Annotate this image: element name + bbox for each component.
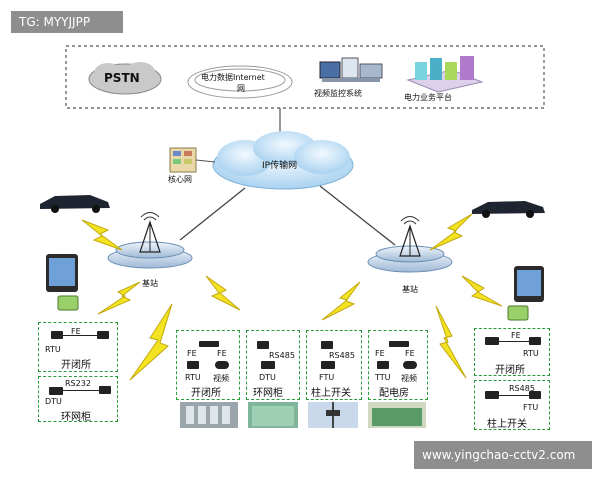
radio-device-icon <box>485 391 499 399</box>
fe-label-2: FE <box>405 349 415 358</box>
camera-icon <box>403 361 417 369</box>
rtu-device-icon <box>187 361 199 369</box>
ip-cloud-label: IP传输网 <box>262 161 298 171</box>
fe-label-1: FE <box>187 349 197 358</box>
watermark-bottom-right: www.yingchao-cctv2.com <box>414 441 592 469</box>
lightning-right-middle-icon <box>321 281 361 321</box>
video-monitor-system-icon <box>319 57 383 82</box>
lightning-left-tablet-icon <box>97 281 141 315</box>
link-line <box>499 395 529 396</box>
core-to-cloud-line <box>195 159 216 163</box>
core-network-label: 核心网 <box>168 175 192 184</box>
dtu-device-icon <box>261 361 275 369</box>
internet-label-line2: 网 <box>237 84 245 93</box>
site-label: 环网柜 <box>61 412 91 423</box>
base-station-left-icon <box>107 212 193 269</box>
fe-label: FE <box>71 327 81 336</box>
lightning-left-middle-icon <box>205 275 241 311</box>
base-station-left-label: 基站 <box>142 279 158 288</box>
ip-cloud-icon <box>212 131 354 190</box>
right-pole-switch-box: RS485 FTU 柱上开关 <box>474 380 550 430</box>
lightning-right-tablet-icon <box>461 275 503 307</box>
right-switch-room-box: FE RTU 开闭所 <box>474 328 550 376</box>
site-label: 配电房 <box>379 388 409 399</box>
pstn-label: PSTN <box>104 71 140 85</box>
site-label: 开闭所 <box>191 388 221 399</box>
port-label: RS232 <box>65 379 91 388</box>
port-label: RS485 <box>269 351 295 360</box>
link-line <box>63 335 101 336</box>
core-network-server-icon <box>169 147 197 173</box>
device-label: DTU <box>45 397 62 406</box>
tablet-left-icon <box>46 254 78 292</box>
device-label: RTU <box>523 349 539 358</box>
middle-distribution-room-box: FE FE TTU 视频 配电房 <box>368 330 428 400</box>
link-line <box>63 390 99 391</box>
fe-label-2: FE <box>217 349 227 358</box>
site-label: 开闭所 <box>495 365 525 376</box>
switch-device-icon <box>389 341 409 347</box>
vehicle-right-icon <box>472 201 545 218</box>
fe-label-1: FE <box>375 349 385 358</box>
power-platform-icon <box>406 56 484 93</box>
port-label: RS485 <box>509 384 535 393</box>
radio-device-icon <box>257 341 269 349</box>
radio-device-icon <box>321 341 333 349</box>
cloud-to-right-station-line <box>319 185 396 246</box>
device-label-2: 视频 <box>401 374 417 383</box>
left-ring-cabinet-box: RS232 DTU 环网柜 <box>38 376 118 423</box>
device-label: DTU <box>259 373 276 382</box>
fe-label: FE <box>511 331 521 340</box>
port-label: RS485 <box>329 351 355 360</box>
lightning-right-car-icon <box>429 213 473 251</box>
cloud-to-left-station-line <box>179 187 246 241</box>
handheld-left-icon <box>57 295 79 311</box>
handheld-right-icon <box>507 305 529 321</box>
rtu-device-icon <box>51 331 63 339</box>
device-label: FTU <box>319 373 335 382</box>
site-label: 柱上开关 <box>487 419 527 430</box>
middle-pole-switch-box: RS485 FTU 柱上开关 <box>306 330 362 400</box>
lightning-right-bottom-icon <box>435 305 467 379</box>
internet-label-line1: 电力数据Internet <box>201 73 265 82</box>
lightning-left-bottom-icon <box>129 303 173 381</box>
middle-switch-room-box: FE FE RTU 视频 开闭所 <box>176 330 240 400</box>
pstn-cloud-icon <box>88 62 162 95</box>
site-label: 环网柜 <box>253 388 283 399</box>
rtu-device-icon <box>529 337 541 345</box>
internet-cloud-icon <box>187 65 293 99</box>
left-switch-room-box: FE RTU 开闭所 <box>38 322 118 372</box>
dtu-device-icon <box>49 387 63 395</box>
ftu-device-icon <box>321 361 335 369</box>
radio-device-icon <box>99 386 111 394</box>
middle-ring-cabinet-box: RS485 DTU 环网柜 <box>246 330 300 400</box>
site-label: 开闭所 <box>61 360 91 371</box>
device-label-2: 视频 <box>213 374 229 383</box>
switch-device-icon <box>97 331 109 339</box>
link-line <box>499 341 529 342</box>
lightning-left-car-icon <box>81 219 123 251</box>
power-platform-label: 电力业务平台 <box>404 93 452 102</box>
video-system-label: 视频监控系统 <box>314 89 362 98</box>
device-label: RTU <box>45 345 61 354</box>
base-station-right-label: 基站 <box>402 285 418 294</box>
switch-device-icon <box>199 341 219 347</box>
ttu-device-icon <box>377 361 389 369</box>
watermark-top-left: TG: MYYJJPP <box>11 11 123 33</box>
device-label-1: RTU <box>185 373 201 382</box>
ftu-device-icon <box>529 391 541 399</box>
device-label: FTU <box>523 403 539 412</box>
tablet-right-icon <box>514 266 544 302</box>
site-label: 柱上开关 <box>311 388 351 399</box>
base-station-right-icon <box>367 216 453 273</box>
vehicle-left-icon <box>40 195 110 213</box>
device-label-1: TTU <box>375 373 391 382</box>
switch-device-icon <box>485 337 499 345</box>
camera-icon <box>215 361 229 369</box>
